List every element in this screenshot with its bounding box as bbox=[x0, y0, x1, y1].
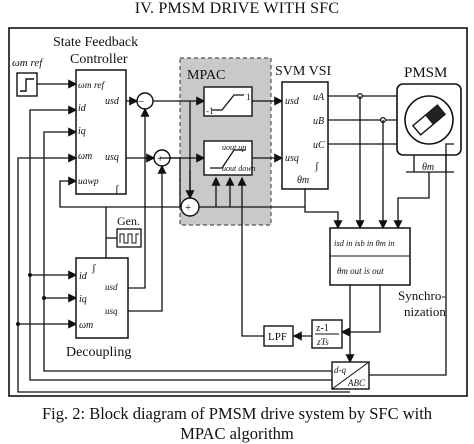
dec-in-id: id bbox=[79, 271, 88, 282]
square-wave-icon bbox=[119, 233, 139, 244]
mpac-lim-down: uout down bbox=[222, 164, 256, 173]
dq-bottom: ABC bbox=[347, 378, 366, 388]
section-heading: IV. PMSM DRIVE WITH SFC bbox=[134, 0, 340, 17]
sfc-title-line2: Controller bbox=[70, 52, 128, 67]
pmsm-title: PMSM bbox=[404, 65, 447, 81]
z-den: zTs bbox=[316, 338, 329, 348]
sync-label-line2: nization bbox=[404, 304, 446, 319]
sfc-in-wmref: ωm ref bbox=[78, 80, 106, 91]
svm-in-usq: usq bbox=[285, 153, 299, 164]
step-icon bbox=[20, 78, 34, 92]
caption-line1: Fig. 2: Block diagram of PMSM drive syst… bbox=[41, 404, 433, 423]
svm-out-theta: θm bbox=[297, 175, 309, 186]
wire bbox=[237, 176, 264, 337]
z-num: z-1 bbox=[316, 323, 329, 334]
outer-frame bbox=[8, 27, 468, 397]
svm-block bbox=[281, 81, 329, 190]
sfc-saturation-symbol: ʃ bbox=[114, 183, 119, 195]
sum-q-sign: + bbox=[157, 153, 163, 165]
wire bbox=[128, 107, 150, 289]
sync-row2: θm out is out bbox=[337, 266, 384, 276]
wire bbox=[128, 164, 167, 312]
svm-in-usd: usd bbox=[285, 96, 300, 107]
rotor-magnet-icon bbox=[411, 104, 447, 136]
saturation-icon bbox=[212, 94, 244, 111]
sync-row1: isd in isb in θm in bbox=[334, 238, 395, 248]
sfc-block bbox=[75, 69, 127, 195]
dec-out-usq: usq bbox=[105, 306, 118, 316]
figure-caption: Fig. 2: Block diagram of PMSM drive syst… bbox=[0, 404, 474, 444]
wire bbox=[340, 285, 381, 337]
pmsm-theta: θm bbox=[422, 162, 434, 173]
dec-out-usd: usd bbox=[105, 282, 118, 292]
sfc-in-id: id bbox=[78, 103, 87, 114]
sfc-out-usd: usd bbox=[105, 96, 120, 107]
dq-top: d-q bbox=[334, 365, 346, 375]
gen-label: Gen. bbox=[117, 214, 140, 228]
ref-input-label: ωm ref bbox=[12, 57, 44, 69]
sync-label-line1: Synchro- bbox=[398, 288, 446, 303]
sfc-title-line1: State Feedback bbox=[53, 35, 138, 50]
mpac-lim-low: -1 bbox=[206, 106, 214, 116]
wire bbox=[59, 176, 181, 208]
sfc-in-wm: ωm bbox=[78, 151, 92, 162]
sfc-in-uawp: uawp bbox=[78, 177, 99, 187]
dec-in-wm: ωm bbox=[79, 320, 93, 331]
svm-title: SVM VSI bbox=[275, 64, 331, 79]
gen-block bbox=[116, 228, 142, 248]
node bbox=[42, 296, 46, 300]
svm-out-ub: uB bbox=[313, 116, 324, 127]
wire bbox=[160, 157, 181, 207]
wire bbox=[29, 105, 332, 381]
svm-out-ua: uA bbox=[313, 92, 325, 103]
mpac-lim-up: uout up bbox=[222, 143, 246, 152]
sfc-in-iq: iq bbox=[78, 126, 86, 137]
node bbox=[16, 322, 20, 326]
caption-line2: MPAC algorithm bbox=[180, 424, 294, 443]
wire bbox=[393, 172, 430, 230]
step-source-block bbox=[16, 72, 38, 97]
decoupling-block bbox=[75, 257, 129, 339]
dec-saturation-symbol: ʃ bbox=[91, 262, 96, 274]
wire bbox=[17, 153, 350, 393]
svm-saturation-symbol: ʃ bbox=[314, 160, 319, 172]
sum-awp-sign: + bbox=[185, 202, 191, 214]
sum-d-sign: − bbox=[138, 96, 144, 108]
svm-out-uc: uC bbox=[313, 140, 325, 151]
wire bbox=[369, 143, 454, 376]
node bbox=[28, 273, 32, 277]
dq-diagonal bbox=[331, 361, 370, 390]
saturation-icon bbox=[210, 149, 246, 169]
mpac-lim-high: 1 bbox=[246, 92, 251, 102]
decoupling-title: Decoupling bbox=[66, 345, 131, 360]
wire bbox=[304, 189, 343, 230]
sfc-out-usq: usq bbox=[105, 152, 119, 163]
mpac-title: MPAC bbox=[187, 68, 225, 83]
lpf-label: LPF bbox=[268, 331, 287, 343]
dec-in-iq: iq bbox=[79, 294, 87, 305]
wire bbox=[43, 127, 332, 372]
